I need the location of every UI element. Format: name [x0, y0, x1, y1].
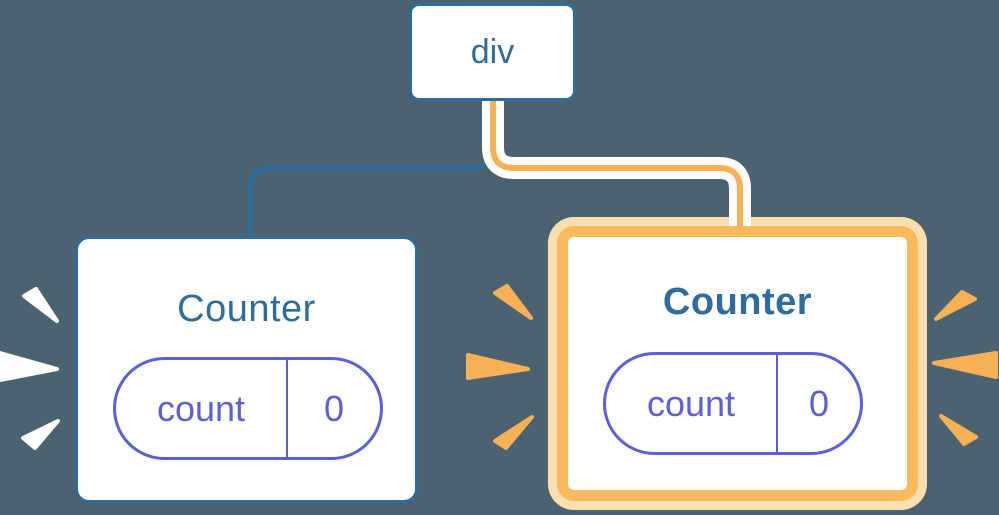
- burst-ray-icon: [493, 415, 534, 450]
- burst-ray-icon: [466, 353, 530, 380]
- right-counter-title: Counter: [662, 281, 813, 323]
- right-counter-burst-right: [932, 290, 998, 446]
- burst-ray-icon: [0, 351, 59, 382]
- right-counter-burst-left: [466, 284, 534, 450]
- root-node: div: [409, 3, 576, 101]
- burst-ray-icon: [21, 419, 60, 450]
- burst-ray-icon: [939, 414, 978, 446]
- state-key-label: count: [606, 355, 778, 452]
- left-counter-state-pill: count 0: [113, 357, 383, 460]
- left-counter-card: Counter count 0: [75, 236, 418, 503]
- root-node-label: div: [470, 32, 515, 71]
- state-key-label: count: [116, 360, 288, 457]
- burst-ray-icon: [493, 284, 533, 320]
- left-counter-title: Counter: [177, 288, 316, 330]
- burst-ray-icon: [932, 351, 998, 379]
- connector-to-right-counter: [490, 101, 743, 221]
- burst-ray-icon: [934, 290, 977, 321]
- burst-ray-icon: [22, 287, 59, 323]
- right-counter-card: Counter count 0: [557, 226, 918, 501]
- state-value: 0: [808, 382, 830, 424]
- state-value: 0: [323, 387, 345, 429]
- right-counter-highlight-ring: Counter count 0: [548, 217, 927, 510]
- left-counter-burst: [0, 287, 60, 450]
- right-counter-state-pill: count 0: [603, 352, 863, 455]
